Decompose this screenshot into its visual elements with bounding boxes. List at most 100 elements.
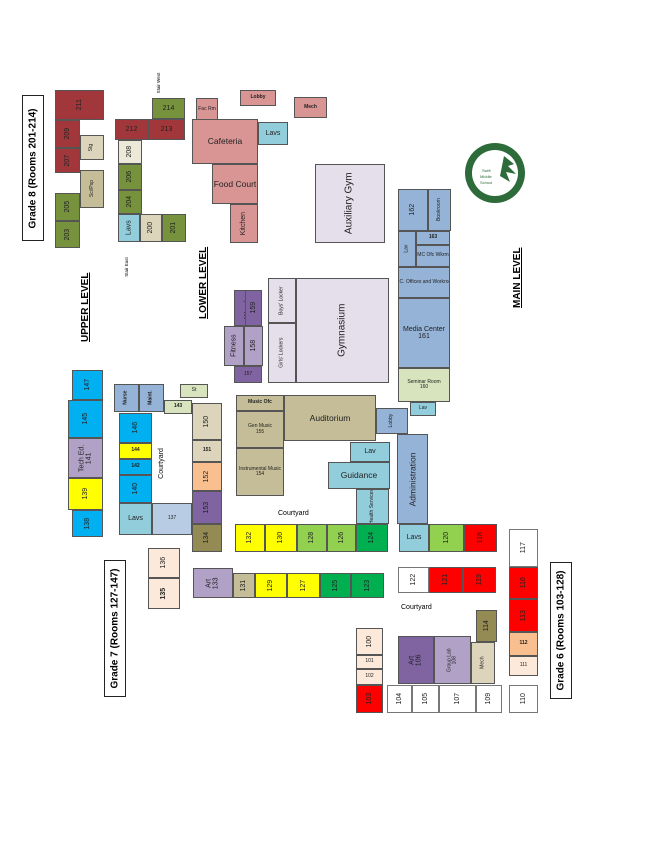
room-cafeteria: Cafeteria — [192, 119, 258, 164]
room-r129: 129 — [255, 573, 287, 598]
room-label: Girls' Lockers — [278, 337, 285, 369]
room-r140: 140 — [119, 475, 152, 503]
room-scipsp: Sci/Psp — [80, 170, 104, 208]
room-label: 212 — [125, 125, 138, 133]
room-label: 136 — [160, 557, 168, 569]
room-label: Boys' Locker — [278, 286, 285, 315]
room-r139: 139 — [68, 478, 103, 510]
room-r131: 131 — [233, 573, 255, 598]
room-label: Maint. — [147, 390, 154, 406]
room-r147: 147 — [72, 370, 103, 400]
room-gymnasium: Gymnasium — [296, 278, 389, 383]
room-label: 126 — [337, 532, 345, 544]
room-r213: 213 — [148, 119, 185, 140]
room-number: 161 — [418, 333, 430, 340]
room-label: 157 — [243, 370, 253, 377]
room-r212: 212 — [115, 119, 148, 140]
room-label: Lobby — [250, 94, 266, 101]
grade7-label-box: Grade 7 (Rooms 127-147) — [104, 560, 126, 697]
room-music-ofc: Music Ofc — [236, 395, 284, 411]
room-r113: 113 — [509, 599, 538, 632]
room-r151: 151 — [192, 440, 222, 462]
room-r127: 127 — [287, 573, 320, 598]
room-label: 209 — [63, 128, 71, 140]
room-lobby-mid: Lobby — [376, 408, 408, 434]
room-r158: 158 — [244, 326, 263, 366]
room-label: Health Services — [368, 489, 375, 524]
room-r136: 136 — [148, 548, 180, 578]
room-label: 113 — [519, 609, 527, 622]
room-r101: 101 — [356, 655, 383, 669]
room-label: St — [191, 387, 197, 394]
room-r105: 105 — [412, 685, 439, 713]
room-label: 144 — [131, 447, 140, 454]
room-label: 116 — [519, 577, 527, 589]
room-label: 128 — [308, 532, 316, 544]
room-r103: 103 — [356, 685, 383, 713]
room-label: 163 — [428, 234, 438, 241]
room-r142: 142 — [119, 459, 152, 475]
room-guidance: Guidance — [328, 462, 390, 489]
room-food-court: Food Court — [212, 164, 258, 204]
room-r209: 209 — [55, 120, 80, 148]
courtyard-right-label: Courtyard — [401, 604, 432, 611]
room-label: Lobby — [388, 414, 395, 428]
room-label: 140 — [131, 483, 139, 495]
room-r208: 208 — [118, 140, 142, 164]
room-label: 200 — [147, 222, 155, 234]
room-label: 213 — [160, 125, 173, 133]
room-label: 206 — [126, 171, 134, 183]
room-r206: 206 — [118, 164, 142, 190]
room-label: 147 — [83, 379, 91, 391]
room-kitchen: Kitchen — [230, 204, 258, 243]
room-lavs-120: Lavs — [399, 524, 429, 552]
room-r114: 114 — [476, 610, 497, 642]
room-label: 100 — [365, 635, 373, 648]
room-tech-ed: Tech Ed.141 — [68, 438, 103, 478]
room-label: 158 — [249, 340, 257, 352]
logo-text: Swift Middle School — [480, 168, 493, 185]
room-label: M. C. Offices and Workroom — [399, 278, 449, 285]
room-mech-bot: Mech — [471, 642, 495, 684]
room-r118: 118 — [464, 524, 497, 552]
room-label: Lav — [364, 448, 376, 456]
room-label: 102 — [365, 673, 374, 680]
room-r116: 116 — [509, 567, 538, 599]
room-label: 214 — [162, 104, 175, 112]
room-girls-locker: Girls' Lockers — [268, 323, 296, 383]
room-lavs-up: Lavs — [118, 214, 140, 242]
main-level-label: MAIN LEVEL — [512, 247, 523, 308]
room-r204: 204 — [118, 190, 142, 214]
room-label: 101 — [365, 658, 374, 665]
room-r143: 143 — [164, 400, 192, 414]
room-label: Tech Ed.141 — [78, 444, 93, 472]
room-label: 142 — [131, 463, 140, 470]
room-label: Gymnasium — [336, 303, 348, 358]
room-r162: 162 — [398, 189, 428, 231]
room-label: 207 — [63, 154, 71, 167]
room-label: 208 — [126, 146, 134, 158]
room-number: 141 — [85, 452, 93, 464]
room-label: 145 — [81, 413, 89, 425]
room-r214: 214 — [152, 98, 185, 119]
room-label: 117 — [519, 542, 527, 554]
room-label: 204 — [126, 196, 134, 208]
room-r120: 120 — [429, 524, 464, 552]
room-label: 205 — [63, 201, 71, 213]
room-r109: 109 — [476, 685, 502, 713]
room-label: Lavs — [125, 220, 133, 236]
upper-level-label: UPPER LEVEL — [80, 272, 91, 342]
room-r125: 125 — [320, 573, 351, 598]
room-r150: 150 — [192, 403, 222, 440]
room-r104: 104 — [387, 685, 412, 713]
room-mc-offices: M. C. Offices and Workroom — [398, 267, 450, 298]
room-lav-guid: Lav — [350, 442, 390, 462]
grade6-label-box: Grade 6 (Rooms 103-128) — [550, 562, 572, 699]
room-lavs-caf: Lavs — [258, 122, 288, 145]
